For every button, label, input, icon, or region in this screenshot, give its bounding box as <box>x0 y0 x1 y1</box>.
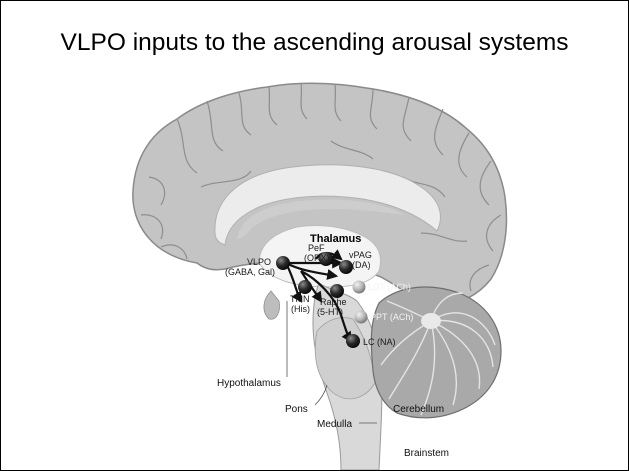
vlpo-node <box>276 256 290 270</box>
vpag-label: vPAG <box>349 250 372 260</box>
tmn-sub-label: (His) <box>291 304 310 314</box>
pef-sub-label: (ORX) <box>304 253 330 263</box>
cerebellum <box>371 287 501 418</box>
pef-label: PeF <box>308 243 325 253</box>
tmn-label: TMN <box>290 294 310 304</box>
vlpo-sub-label: (GABA, Gal) <box>225 267 275 277</box>
cerebellum-label: Cerebellum <box>393 404 444 415</box>
tmn-node <box>298 280 312 294</box>
pituitary <box>264 291 280 319</box>
raphe-sub-label: (5-HT) <box>317 307 343 317</box>
medulla-label: Medulla <box>317 419 352 430</box>
ppt-node <box>355 311 368 324</box>
raphe-label: Raphe <box>320 297 347 307</box>
vpag-node <box>339 260 353 274</box>
vpag-sub-label: (DA) <box>352 260 371 270</box>
raphe-node <box>330 284 344 298</box>
ldt-node <box>353 281 366 294</box>
lc-label: LC (NA) <box>363 337 396 347</box>
ldt-label: LDT (ACh) <box>368 282 411 292</box>
pons-label: Pons <box>285 404 308 415</box>
lc-node <box>346 334 360 348</box>
brainstem-label: Brainstem <box>404 448 449 459</box>
hypothalamus-label: Hypothalamus <box>217 378 281 389</box>
ppt-label: PPT (ACh) <box>370 312 413 322</box>
vlpo-label: VLPO <box>247 257 271 267</box>
